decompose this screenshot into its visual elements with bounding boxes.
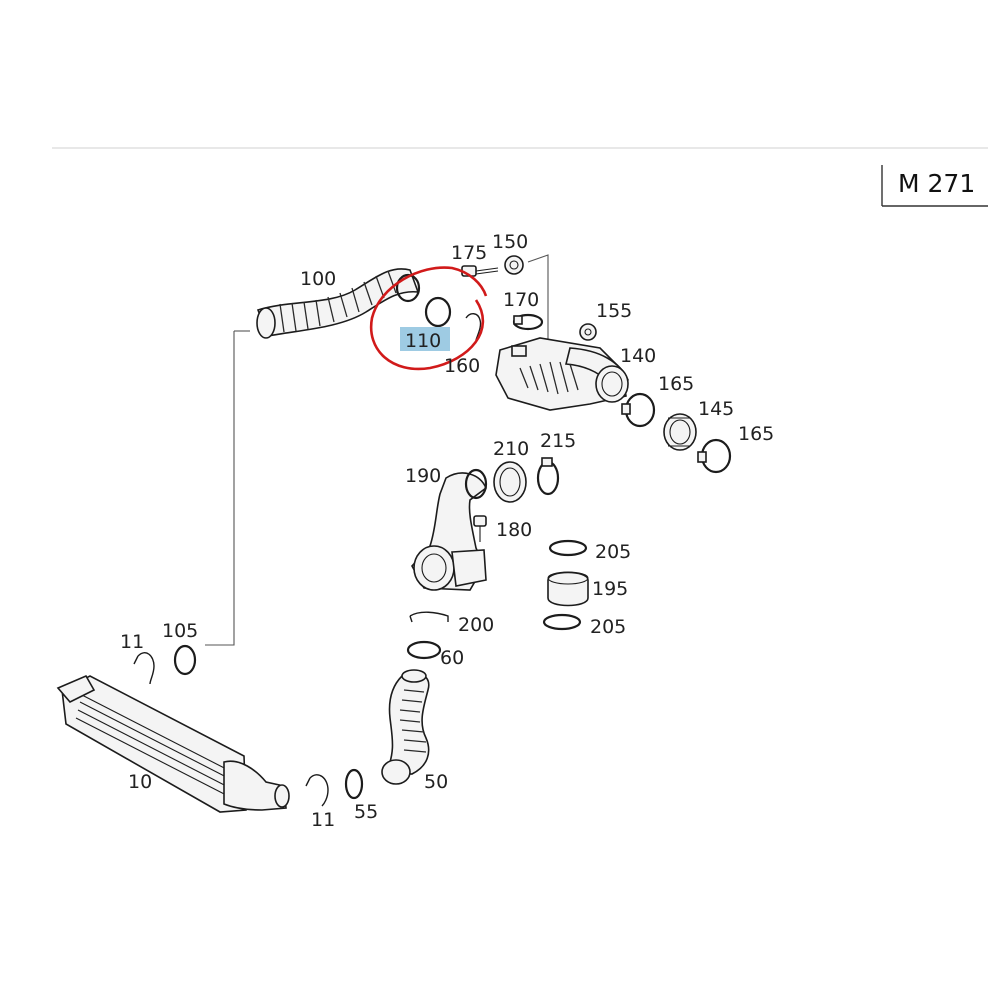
leader-lines bbox=[205, 254, 549, 646]
callout-11-upper[interactable]: 11 bbox=[120, 631, 144, 653]
callout-145[interactable]: 145 bbox=[698, 398, 734, 420]
callout-105[interactable]: 105 bbox=[162, 620, 198, 642]
part-170-clamp[interactable] bbox=[512, 313, 544, 331]
callout-110[interactable]: 110 bbox=[405, 330, 441, 352]
callout-165-upper[interactable]: 165 bbox=[658, 373, 694, 395]
part-140-air-housing[interactable] bbox=[495, 337, 629, 411]
part-11-clip-upper[interactable] bbox=[133, 652, 155, 685]
callout-200[interactable]: 200 bbox=[458, 614, 494, 636]
part-145-sleeve[interactable] bbox=[663, 413, 697, 451]
callout-10[interactable]: 10 bbox=[128, 771, 152, 793]
callout-50[interactable]: 50 bbox=[424, 771, 448, 793]
part-60-seal-ring[interactable] bbox=[406, 640, 442, 660]
part-180-bolt[interactable] bbox=[473, 515, 487, 542]
callout-180[interactable]: 180 bbox=[496, 519, 532, 541]
part-150-grommet[interactable] bbox=[504, 255, 524, 275]
red-circle-annotation bbox=[369, 266, 488, 371]
callout-205-lower[interactable]: 205 bbox=[590, 616, 626, 638]
model-label: M 271 bbox=[898, 169, 975, 198]
callout-100[interactable]: 100 bbox=[300, 268, 336, 290]
part-205-clamp-upper[interactable] bbox=[548, 539, 588, 557]
callout-210[interactable]: 210 bbox=[493, 438, 529, 460]
part-10-intercooler[interactable] bbox=[56, 674, 290, 813]
callout-55[interactable]: 55 bbox=[354, 801, 378, 823]
callout-215[interactable]: 215 bbox=[540, 430, 576, 452]
part-110-seal-ring[interactable] bbox=[424, 296, 452, 328]
part-210-sleeve[interactable] bbox=[493, 461, 527, 503]
callout-labels: 100 175 150 170 155 110 160 140 165 145 … bbox=[120, 231, 774, 831]
part-165-clamp-lower[interactable] bbox=[697, 438, 732, 474]
part-105-seal-ring[interactable] bbox=[173, 644, 197, 676]
callout-175[interactable]: 175 bbox=[451, 242, 487, 264]
part-155-grommet[interactable] bbox=[579, 323, 597, 341]
callout-140[interactable]: 140 bbox=[620, 345, 656, 367]
callout-195[interactable]: 195 bbox=[592, 578, 628, 600]
model-label-box: M 271 bbox=[881, 165, 988, 207]
part-50-charge-air-hose[interactable] bbox=[381, 669, 430, 785]
callout-165-lower[interactable]: 165 bbox=[738, 423, 774, 445]
highlight-box-110 bbox=[400, 327, 450, 351]
callout-60[interactable]: 60 bbox=[440, 647, 464, 669]
callout-160[interactable]: 160 bbox=[444, 355, 480, 377]
callout-205-upper[interactable]: 205 bbox=[595, 541, 631, 563]
callout-150[interactable]: 150 bbox=[492, 231, 528, 253]
part-205-clamp-lower[interactable] bbox=[542, 613, 582, 631]
part-160-clip[interactable] bbox=[465, 313, 482, 341]
part-190-charge-pipe[interactable] bbox=[411, 468, 488, 591]
part-200-clip[interactable] bbox=[409, 611, 449, 623]
callout-190[interactable]: 190 bbox=[405, 465, 441, 487]
part-215-clamp[interactable] bbox=[536, 457, 560, 496]
part-195-sleeve[interactable] bbox=[547, 571, 589, 607]
part-100-charge-air-hose[interactable] bbox=[256, 268, 421, 339]
callout-170[interactable]: 170 bbox=[503, 289, 539, 311]
part-11-clip-lower[interactable] bbox=[305, 774, 329, 807]
part-165-clamp-upper[interactable] bbox=[621, 392, 656, 428]
callout-11-lower[interactable]: 11 bbox=[311, 809, 335, 831]
part-55-seal-ring[interactable] bbox=[344, 768, 364, 800]
callout-155[interactable]: 155 bbox=[596, 300, 632, 322]
